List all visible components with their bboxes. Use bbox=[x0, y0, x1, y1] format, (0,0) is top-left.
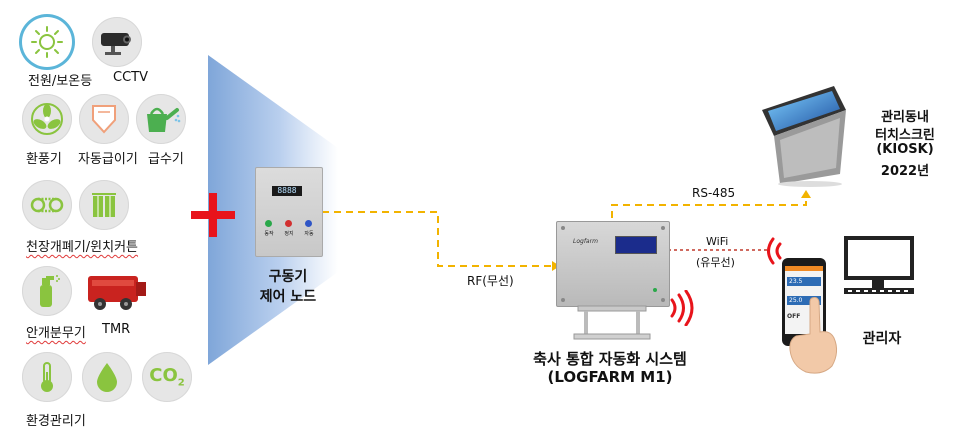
watering-can-icon bbox=[136, 94, 186, 144]
node-btn-label-stop: 정지 bbox=[284, 231, 294, 237]
curtain-icon bbox=[79, 180, 129, 230]
ceiling-label: 천장개폐기/윈치커튼 bbox=[26, 240, 139, 255]
power-label: 전원/보온등 bbox=[28, 74, 93, 89]
main-unit-stand bbox=[573, 305, 651, 340]
vent-label: 환풍기 bbox=[26, 152, 62, 167]
tmr-label: TMR bbox=[102, 322, 131, 337]
node-display: 8888 bbox=[272, 186, 302, 196]
hand-image bbox=[789, 297, 838, 374]
thermometer-icon bbox=[22, 352, 72, 402]
rs485-line bbox=[611, 198, 807, 218]
phone-signal-icon bbox=[767, 237, 782, 265]
plus-icon bbox=[191, 193, 235, 237]
main-unit-title-line2: (LOGFARM M1) bbox=[547, 368, 673, 386]
main-unit-title-line1: 축사 통합 자동화 시스템 bbox=[533, 350, 687, 368]
kiosk-line1: 관리동내 bbox=[881, 110, 929, 125]
water-drop-icon bbox=[82, 352, 132, 402]
cctv-label: CCTV bbox=[113, 70, 148, 85]
node-title-line1: 구동기 bbox=[268, 269, 308, 285]
node-title-line2: 제어 노드 bbox=[259, 289, 317, 305]
co2-text: CO bbox=[149, 365, 178, 387]
env-label: 환경관리기 bbox=[26, 414, 86, 429]
feeder-label: 자동급이기 bbox=[78, 152, 138, 167]
wifi-label: WiFi bbox=[706, 235, 729, 248]
phone-off: OFF bbox=[787, 313, 801, 320]
rf-line bbox=[322, 211, 552, 267]
node-btn-label-auto: 자동 bbox=[304, 231, 314, 237]
rs485-label: RS-485 bbox=[692, 186, 736, 200]
control-node-device: 8888 동작 정지 자동 bbox=[255, 167, 323, 257]
rs485-arrow bbox=[801, 190, 811, 198]
power-lamp-icon bbox=[22, 17, 72, 67]
node-btn-label-run: 동작 bbox=[264, 231, 274, 237]
tmr-mixer-image bbox=[84, 268, 148, 312]
kiosk-line4: 2022년 bbox=[880, 164, 930, 179]
monitor-icon bbox=[844, 236, 914, 294]
admin-label: 관리자 bbox=[862, 331, 902, 347]
cctv-icon bbox=[92, 17, 142, 67]
co2-subscript: 2 bbox=[177, 377, 185, 389]
main-unit-brand: Logfarm bbox=[573, 238, 598, 245]
main-unit-device: Logfarm bbox=[556, 221, 670, 307]
spray-bottle-icon bbox=[22, 266, 72, 316]
phone-value-2: 25.0 bbox=[787, 296, 821, 305]
kiosk-line2: 터치스크린 bbox=[875, 128, 935, 143]
rf-label: RF(무선) bbox=[467, 274, 514, 288]
phone-value-1: 23.5 bbox=[787, 277, 821, 286]
kiosk-image bbox=[762, 86, 846, 187]
main-unit-signal-icon bbox=[670, 290, 694, 326]
co2-icon: CO2 bbox=[142, 352, 192, 402]
spray-label: 안개분무기 bbox=[26, 326, 86, 341]
vent-fan-icon bbox=[22, 94, 72, 144]
auto-feeder-icon bbox=[79, 94, 129, 144]
kiosk-line3: (KIOSK) bbox=[876, 142, 934, 157]
wifi-sub-label: (유무선) bbox=[696, 256, 735, 269]
water-label: 급수기 bbox=[148, 152, 184, 167]
ceiling-winch-icon bbox=[22, 180, 72, 230]
